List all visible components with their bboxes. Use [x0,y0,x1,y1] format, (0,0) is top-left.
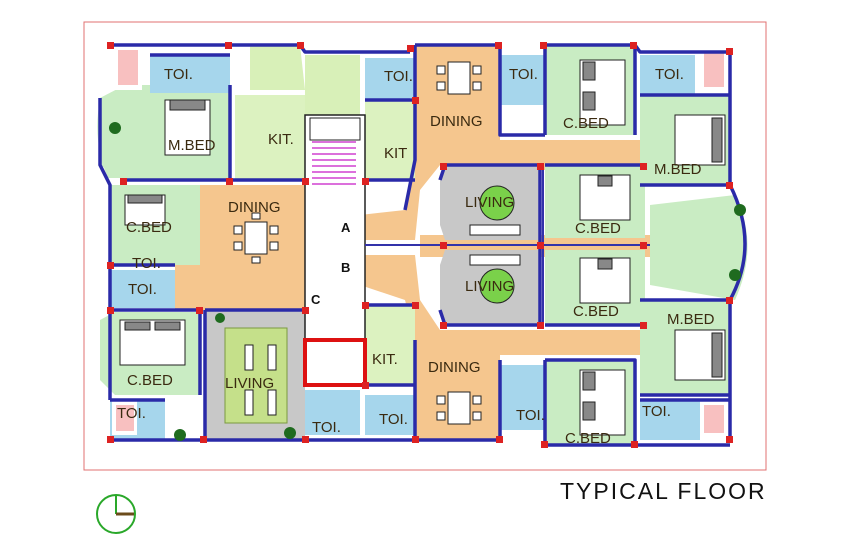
kitchen-1 [235,95,305,180]
plants [109,122,746,441]
balcony-right [650,195,748,300]
room-label: TOI. [384,68,413,85]
room-label: TOI. [312,419,341,436]
core-label-b: B [341,260,350,275]
room-label: KIT. [372,351,398,368]
stair-treads [312,141,356,185]
core-label-a: A [341,220,351,235]
utility-top-2 [305,55,360,115]
beds [119,59,726,436]
room-label: C.BED [565,430,611,447]
living-rug [224,327,288,424]
room-label: TOI. [516,407,545,424]
room-label: C.BED [126,219,172,236]
room-label: TOI. [655,66,684,83]
room-label: C.BED [575,220,621,237]
utility-top [250,45,305,90]
drawing-border [83,21,767,471]
room-label: DINING [430,113,483,130]
room-label: TOI. [128,281,157,298]
room-label: TOI. [132,255,161,272]
kitchen-2 [365,100,415,180]
toilets [110,55,700,440]
drawing-title: TYPICAL FLOOR [560,478,767,504]
dining-zone-top-right [360,45,640,240]
kitchen-3 [365,305,415,385]
dining-chairs [233,65,482,421]
room-label: TOI. [379,411,408,428]
north-arrow-icon [96,494,136,534]
room-label: LIVING [225,375,274,392]
dining-tables [244,61,471,425]
room-label: C.BED [563,115,609,132]
dining-zone-bottom-right [360,255,640,440]
room-label: M.BED [654,161,702,178]
pink-pads [116,50,724,433]
stair-top-box [309,117,361,141]
room-label: C.BED [127,372,173,389]
room-label: TOI. [509,66,538,83]
core-label-c: C [311,292,321,307]
room-label: KIT [384,145,407,162]
room-label: TOI. [164,66,193,83]
balcony-left-top [97,100,130,178]
room-label: M.BED [667,311,715,328]
living-furniture [244,185,521,416]
lift-box [303,338,367,387]
room-label: M.BED [168,137,216,154]
room-label: LIVING [465,194,514,211]
room-label: TOI. [642,403,671,420]
room-label: TOI. [117,405,146,422]
room-label: LIVING [465,278,514,295]
room-label: DINING [428,359,481,376]
room-label: DINING [228,199,281,216]
room-label: C.BED [573,303,619,320]
room-label: KIT. [268,131,294,148]
columns [107,42,733,448]
